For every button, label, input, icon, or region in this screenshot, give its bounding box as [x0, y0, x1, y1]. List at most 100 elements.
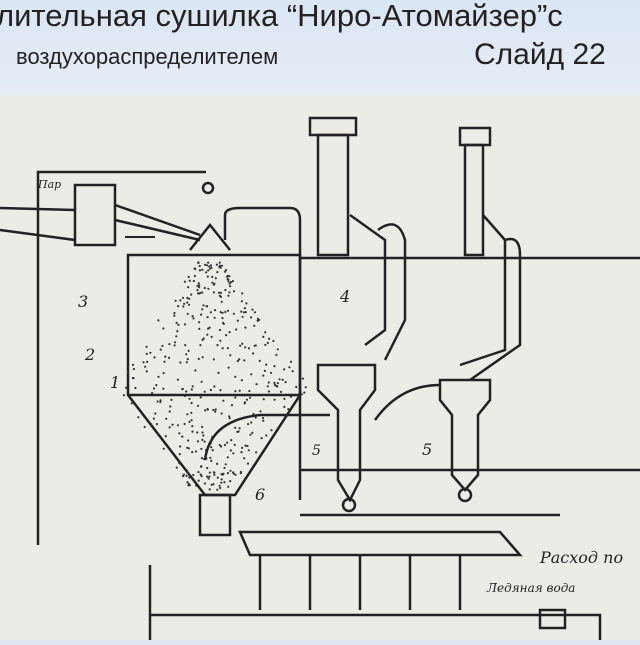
powder-dot: [221, 347, 224, 350]
label-ice-water: Ледяная вода: [486, 581, 575, 595]
powder-dot: [264, 331, 267, 334]
powder-dot: [233, 443, 236, 446]
powder-dot: [170, 398, 173, 401]
powder-dot: [255, 383, 258, 386]
powder-dot: [126, 371, 130, 374]
powder-dot: [201, 356, 204, 359]
powder-dot: [229, 354, 232, 357]
label-2: 2: [84, 345, 95, 364]
powder-dot: [198, 269, 201, 272]
powder-dot: [222, 399, 225, 402]
fluid-bed-6: [148, 530, 602, 640]
powder-dot: [191, 315, 194, 318]
powder-dot: [250, 373, 253, 376]
powder-dot: [264, 343, 267, 346]
powder-dot: [210, 483, 213, 486]
powder-dot: [199, 344, 202, 347]
powder-dot: [211, 275, 214, 278]
powder-dot: [251, 308, 254, 311]
powder-dot: [304, 386, 307, 389]
powder-dot: [253, 311, 256, 314]
powder-dot: [249, 433, 252, 436]
powder-dot: [273, 365, 276, 368]
powder-dot: [220, 478, 223, 481]
powder-dot: [240, 310, 243, 313]
powder-dot: [255, 451, 258, 454]
powder-dot: [188, 297, 191, 300]
powder-dot: [154, 412, 157, 415]
powder-dot: [272, 339, 275, 343]
powder-dot: [208, 475, 211, 478]
powder-dot: [227, 294, 230, 297]
powder-dot: [254, 344, 257, 347]
powder-dot: [159, 348, 162, 351]
powder-dot: [295, 385, 298, 389]
powder-dot: [284, 381, 287, 384]
powder-dot: [187, 484, 190, 487]
powder-dot: [243, 457, 246, 460]
powder-dot: [186, 481, 189, 484]
powder-dot: [137, 416, 140, 419]
exhaust-stack-right: [458, 126, 522, 382]
powder-dot: [214, 410, 217, 413]
powder-dot: [239, 344, 242, 347]
powder-dot: [181, 475, 185, 478]
powder-dot: [275, 353, 278, 357]
powder-dot: [196, 440, 200, 443]
powder-dot: [185, 390, 188, 393]
powder-dot: [226, 309, 230, 312]
powder-dot: [276, 348, 279, 351]
cyclone-5-left: [316, 363, 377, 513]
powder-dot: [246, 462, 250, 465]
powder-dot: [132, 367, 135, 371]
label-3: 3: [78, 292, 88, 311]
powder-dot: [213, 385, 216, 388]
label-5-right: 5: [422, 440, 432, 459]
powder-dot: [252, 352, 255, 355]
powder-dot: [226, 456, 229, 459]
powder-dot: [228, 415, 231, 418]
powder-dot: [203, 390, 206, 393]
powder-dot: [162, 372, 165, 375]
powder-dot: [173, 312, 176, 315]
powder-dot: [253, 324, 256, 327]
powder-dot: [186, 358, 189, 361]
powder-dot: [175, 335, 178, 338]
powder-dot: [212, 358, 215, 361]
powder-dot: [245, 302, 248, 305]
powder-dot: [241, 446, 244, 449]
powder-dot: [194, 268, 197, 271]
powder-dot: [175, 321, 178, 324]
powder-dot: [185, 353, 188, 356]
powder-dot: [192, 473, 195, 477]
powder-dot: [251, 431, 254, 434]
powder-dot: [289, 360, 292, 363]
powder-dot: [213, 282, 216, 285]
powder-dot: [197, 357, 200, 360]
powder-dot: [220, 481, 223, 484]
powder-dot: [196, 431, 199, 434]
powder-dot: [241, 342, 244, 345]
powder-dot: [186, 312, 189, 315]
powder-dot: [205, 271, 208, 274]
powder-dot: [210, 459, 213, 462]
powder-dot: [183, 422, 186, 426]
powder-dot: [201, 431, 204, 434]
powder-dot: [238, 389, 241, 392]
powder-dot: [289, 395, 293, 398]
powder-dot: [247, 423, 250, 426]
exhaust-stack-left: [308, 116, 407, 361]
powder-dot: [281, 378, 284, 381]
powder-dot: [168, 410, 171, 413]
powder-dot: [210, 446, 213, 449]
powder-dot: [226, 472, 230, 475]
powder-dot: [195, 484, 198, 487]
powder-dot: [201, 268, 204, 271]
powder-dot: [155, 384, 158, 387]
powder-dot: [206, 275, 209, 278]
powder-dot: [130, 402, 133, 405]
powder-dot: [212, 408, 215, 412]
powder-dot: [206, 466, 209, 470]
powder-dot: [212, 483, 215, 486]
powder-dot: [171, 423, 174, 426]
